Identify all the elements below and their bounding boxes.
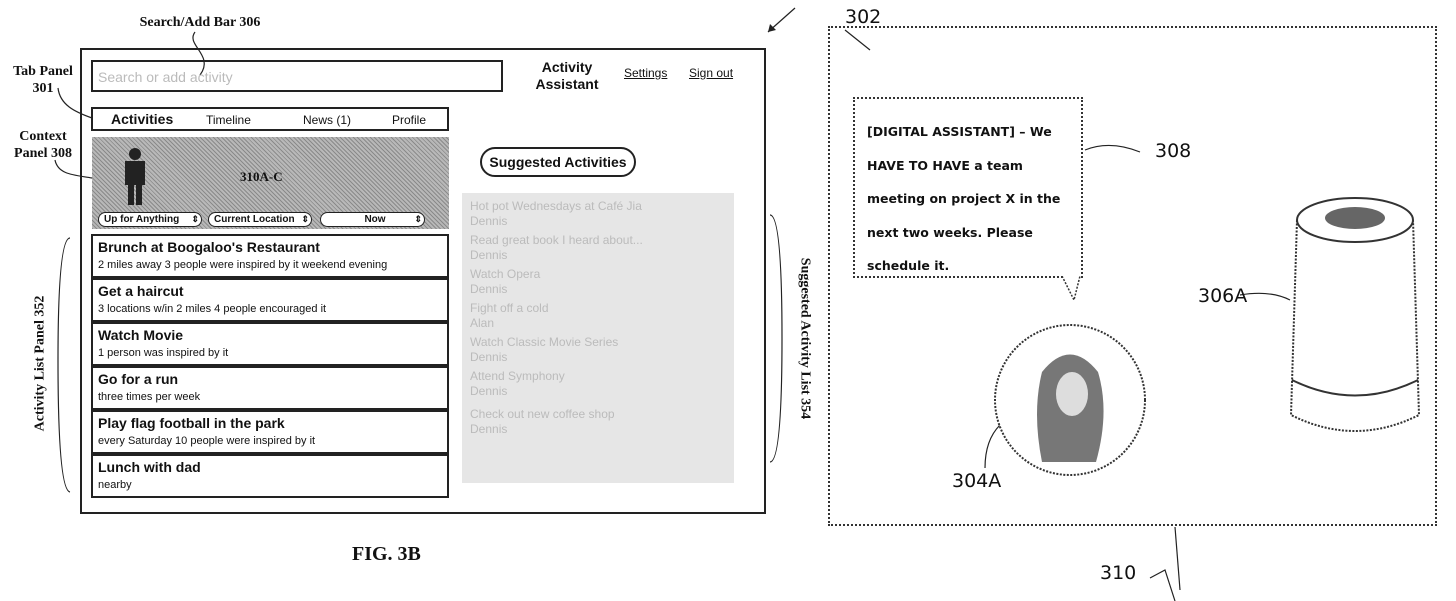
location-selector[interactable]: Current Location⇕ xyxy=(208,212,312,227)
suggested-activities-button[interactable]: Suggested Activities xyxy=(480,147,636,177)
bubble-tail xyxy=(1061,276,1081,303)
label-tab-panel: Tab Panel 301 xyxy=(13,64,73,96)
figure-label: FIG. 3B xyxy=(352,543,421,565)
stepper-icon: ⇕ xyxy=(414,214,422,224)
label-selectors: 310A-C xyxy=(240,169,283,184)
time-selector[interactable]: Now⇕ xyxy=(320,212,425,227)
stepper-icon: ⇕ xyxy=(191,214,199,224)
smart-speaker xyxy=(1289,197,1421,432)
tab-news[interactable]: News (1) xyxy=(303,113,352,127)
ref-310: 310 xyxy=(1100,562,1137,584)
settings-link[interactable]: Settings xyxy=(624,66,668,80)
context-panel: 310A-C Up for Anything⇕ Current Location… xyxy=(92,137,449,229)
ref-308: 308 xyxy=(1155,140,1192,162)
app-window xyxy=(80,48,766,514)
sign-out-link[interactable]: Sign out xyxy=(689,66,734,80)
tab-timeline[interactable]: Timeline xyxy=(206,113,251,127)
speech-bubble: [DIGITAL ASSISTANT] – We HAVE TO HAVE a … xyxy=(853,97,1083,278)
tab-panel: Activities Timeline News (1) Profile xyxy=(91,107,449,131)
label-search-bar: Search/Add Bar 306 xyxy=(139,15,261,30)
app-title: Activity Assistant xyxy=(535,59,599,92)
environment-panel xyxy=(828,26,1437,526)
tab-profile[interactable]: Profile xyxy=(392,113,427,127)
stepper-icon: ⇕ xyxy=(301,214,309,224)
mood-selector[interactable]: Up for Anything⇕ xyxy=(98,212,202,227)
search-input[interactable]: Search or add activity xyxy=(91,60,503,92)
suggested-item[interactable]: Read great book I heard about...Dennis xyxy=(470,233,643,262)
ref-306a: 306A xyxy=(1198,285,1248,307)
user-avatar xyxy=(994,324,1146,476)
ref-302: 302 xyxy=(845,6,882,28)
person-icon xyxy=(125,148,145,205)
label-context-panel: Context Panel 308 xyxy=(14,129,72,161)
ref-304a: 304A xyxy=(952,470,1002,492)
tab-activities[interactable]: Activities xyxy=(111,111,174,127)
